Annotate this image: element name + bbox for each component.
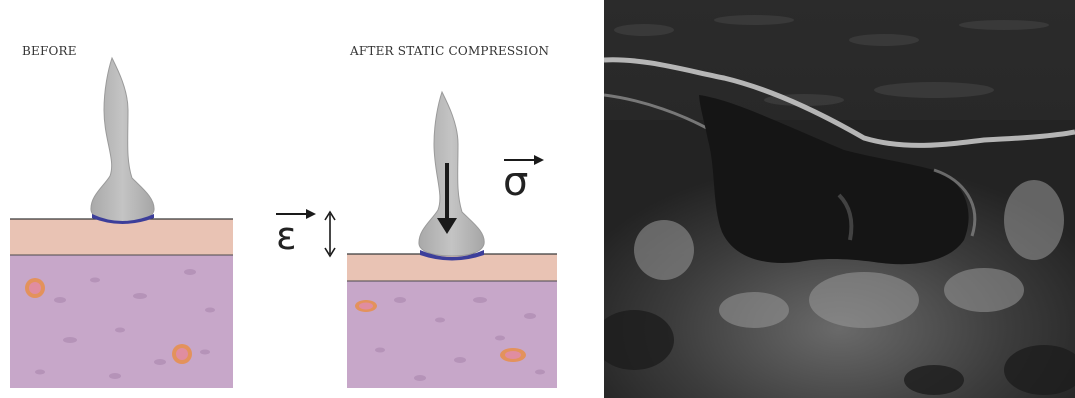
- before-ultrasound-probe: [91, 58, 154, 224]
- ultrasound-image-panel: [604, 0, 1075, 398]
- before-deep-tissue: [10, 255, 233, 388]
- after-lesion-lower-core: [505, 351, 521, 359]
- stress-vector-arrowhead: [534, 155, 544, 165]
- before-label: BEFORE: [22, 44, 77, 58]
- after-probe-body: [419, 92, 484, 256]
- after-label: AFTER STATIC COMPRESSION: [350, 44, 549, 58]
- before-lesion-lower-core: [176, 348, 188, 360]
- before-skin-layer: [10, 219, 233, 255]
- after-deep-tissue: [347, 281, 557, 388]
- strain-vector-arrowhead: [306, 209, 316, 219]
- elastography-diagram-panel: BEFORE AFTER STATIC COMPRESSION σ ε: [0, 0, 600, 398]
- after-lesion-upper-core: [359, 303, 373, 310]
- ultrasound-image: [604, 0, 1075, 398]
- after-tissue-block: [347, 254, 557, 388]
- before-probe-body: [91, 58, 154, 222]
- before-tissue-block: [10, 219, 233, 388]
- strain-symbol: ε: [276, 216, 297, 256]
- after-ultrasound-probe: [419, 92, 484, 261]
- before-lesion-upper-core: [29, 282, 41, 294]
- stress-symbol: σ: [503, 162, 528, 202]
